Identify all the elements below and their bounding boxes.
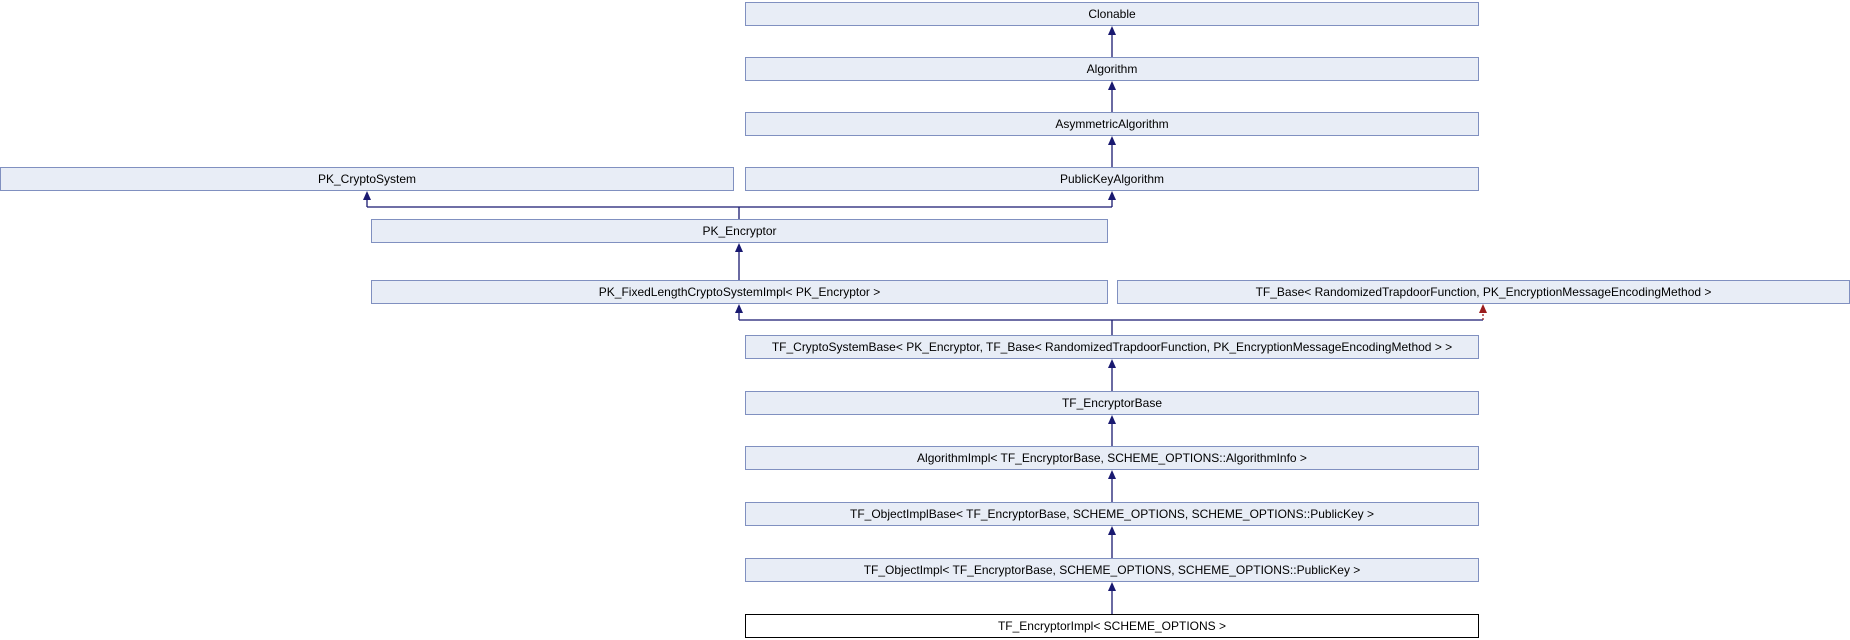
edge-tfcryptosystembase-to-parents — [738, 311, 1483, 335]
node-tf-objectimplbase[interactable]: TF_ObjectImplBase< TF_EncryptorBase, SCH… — [745, 502, 1479, 526]
node-asymmetric-algorithm[interactable]: AsymmetricAlgorithm — [745, 112, 1479, 136]
arrowhead-tfbase — [1479, 304, 1487, 313]
node-pk-cryptosystem[interactable]: PK_CryptoSystem — [0, 167, 734, 191]
arrowhead-tfobjectimpl — [1108, 582, 1116, 591]
node-clonable[interactable]: Clonable — [745, 2, 1479, 26]
arrowhead-asymmetricalgorithm — [1108, 136, 1116, 145]
arrowhead-tfobjectimplbase — [1108, 526, 1116, 535]
node-publickey-algorithm[interactable]: PublicKeyAlgorithm — [745, 167, 1479, 191]
node-tf-encryptorimpl: TF_EncryptorImpl< SCHEME_OPTIONS > — [745, 614, 1479, 638]
node-pk-encryptor[interactable]: PK_Encryptor — [371, 219, 1108, 243]
node-tf-base[interactable]: TF_Base< RandomizedTrapdoorFunction, PK_… — [1117, 280, 1850, 304]
arrowhead-tfcryptosystembase — [1108, 359, 1116, 368]
node-tf-encryptorbase[interactable]: TF_EncryptorBase — [745, 391, 1479, 415]
node-algorithmimpl[interactable]: AlgorithmImpl< TF_EncryptorBase, SCHEME_… — [745, 446, 1479, 470]
arrowhead-algorithm — [1108, 81, 1116, 90]
node-algorithm[interactable]: Algorithm — [745, 57, 1479, 81]
arrowhead-clonable — [1108, 26, 1116, 35]
node-pk-fixedlength-cryptosystem-impl[interactable]: PK_FixedLengthCryptoSystemImpl< PK_Encry… — [371, 280, 1108, 304]
arrowhead-tfencryptorbase — [1108, 415, 1116, 424]
arrowhead-pkcryptosystem — [363, 191, 371, 200]
node-tf-cryptosystembase[interactable]: TF_CryptoSystemBase< PK_Encryptor, TF_Ba… — [745, 335, 1479, 359]
arrowhead-algorithmimpl — [1108, 470, 1116, 479]
edge-pkencryptor-to-parents — [366, 198, 1113, 219]
arrowhead-pkfixedlength — [735, 304, 743, 313]
arrowhead-pkencryptor — [735, 243, 743, 252]
arrowhead-publickeyalgorithm — [1108, 191, 1116, 200]
node-tf-objectimpl[interactable]: TF_ObjectImpl< TF_EncryptorBase, SCHEME_… — [745, 558, 1479, 582]
